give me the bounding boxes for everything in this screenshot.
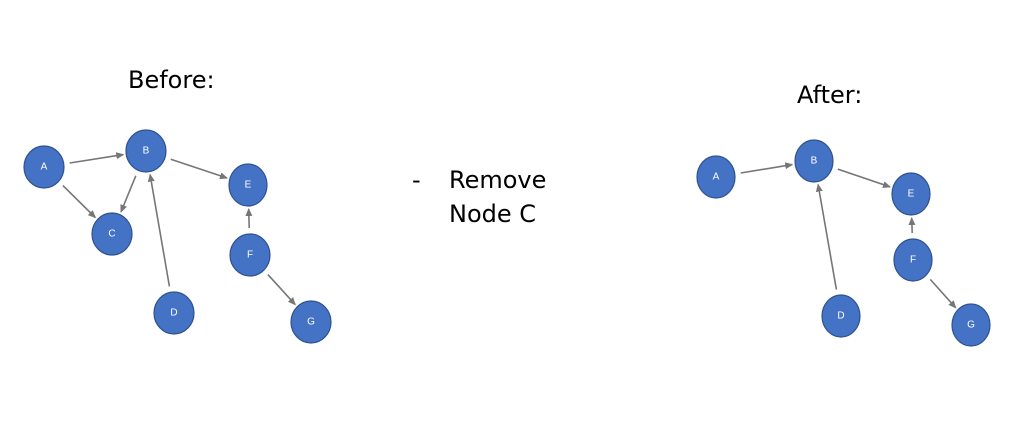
after-node-f: F bbox=[893, 238, 933, 282]
after-node-a-label: A bbox=[713, 172, 720, 183]
before-node-e-circle bbox=[228, 163, 268, 207]
before-node-c: C bbox=[91, 212, 133, 256]
before-node-a: A bbox=[23, 145, 65, 189]
after-node-d-label: D bbox=[837, 311, 844, 322]
before-node-b-label: B bbox=[143, 146, 150, 157]
operation-step: - Remove Node C bbox=[412, 163, 546, 231]
after-node-a: A bbox=[696, 155, 736, 199]
operation-text: Remove Node C bbox=[449, 163, 546, 231]
after-node-e-circle bbox=[891, 172, 931, 216]
before-node-f: F bbox=[229, 233, 271, 277]
before-node-g-circle bbox=[290, 300, 332, 344]
after-node-d-circle bbox=[821, 294, 861, 338]
operation-line-2: Node C bbox=[449, 200, 537, 228]
before-node-c-circle bbox=[91, 212, 133, 256]
after-node-g: G bbox=[951, 303, 991, 347]
before-node-d: D bbox=[153, 291, 195, 335]
after-title: After: bbox=[797, 81, 863, 109]
before-edge-f-to-e bbox=[245, 208, 253, 229]
operation-line-1: Remove bbox=[449, 166, 547, 194]
after-edge-a-to-b bbox=[740, 162, 794, 174]
before-graph: A B C D E F G bbox=[23, 129, 332, 344]
after-node-b-label: B bbox=[811, 156, 818, 167]
before-edge-f-to-g bbox=[267, 274, 296, 306]
after-node-f-circle bbox=[893, 238, 933, 282]
after-node-g-circle bbox=[951, 303, 991, 347]
after-node-d: D bbox=[821, 294, 861, 338]
before-node-a-circle bbox=[23, 145, 65, 189]
before-node-b: B bbox=[125, 129, 167, 173]
after-edge-f-to-e bbox=[908, 217, 916, 234]
after-node-g-label: G bbox=[967, 320, 975, 331]
before-edge-a-to-b bbox=[69, 152, 125, 164]
before-node-g: G bbox=[290, 300, 332, 344]
before-edge-a-to-c bbox=[62, 185, 97, 219]
before-node-f-label: F bbox=[247, 250, 253, 261]
before-node-f-circle bbox=[229, 233, 271, 277]
before-node-d-label: D bbox=[170, 308, 177, 319]
after-node-b-circle bbox=[794, 139, 834, 183]
before-node-b-circle bbox=[125, 129, 167, 173]
before-edge-d-to-b bbox=[147, 173, 171, 287]
before-title: Before: bbox=[128, 66, 215, 94]
before-node-d-circle bbox=[153, 291, 195, 335]
before-node-c-label: C bbox=[108, 229, 115, 240]
before-node-e-label: E bbox=[245, 180, 252, 191]
after-node-f-label: F bbox=[910, 255, 916, 266]
operation-bullet: - bbox=[412, 166, 421, 194]
after-edge-b-to-e bbox=[837, 168, 891, 188]
before-node-e: E bbox=[228, 163, 268, 207]
after-node-e-label: E bbox=[908, 189, 915, 200]
after-node-e: E bbox=[891, 172, 931, 216]
before-edge-b-to-e bbox=[170, 158, 228, 180]
after-edge-f-to-g bbox=[929, 278, 957, 309]
before-node-a-label: A bbox=[41, 162, 48, 173]
after-node-a-circle bbox=[696, 155, 736, 199]
after-edge-d-to-b bbox=[815, 183, 838, 290]
after-graph: A B D E F G bbox=[696, 139, 991, 347]
before-edge-b-to-c bbox=[120, 175, 137, 213]
before-node-g-label: G bbox=[307, 317, 315, 328]
after-node-b: B bbox=[794, 139, 834, 183]
